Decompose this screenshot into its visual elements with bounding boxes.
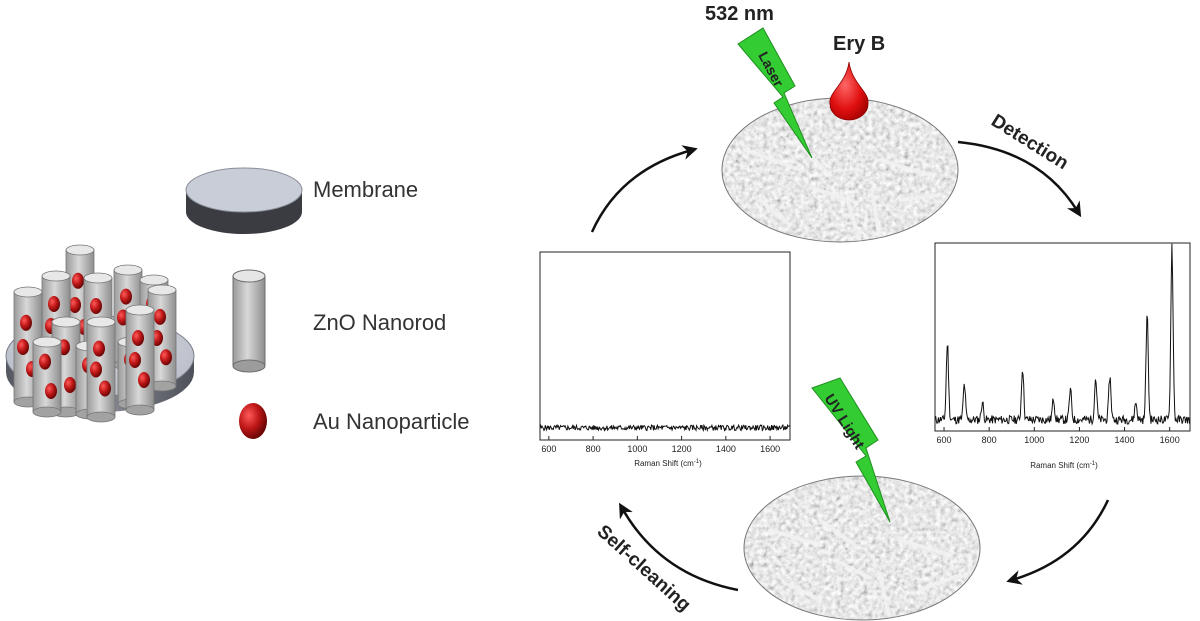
au-nanoparticle	[154, 308, 166, 325]
spectrum-detection-axis-title: Raman Shift (cm-1)	[1030, 461, 1098, 470]
au-nanoparticle	[64, 377, 76, 393]
x-tick-label: 1400	[1115, 435, 1135, 445]
nanoparticle-legend-icon	[239, 403, 267, 439]
nanorod	[125, 304, 155, 416]
x-tick-label: 1600	[1160, 435, 1180, 445]
au-nanoparticle	[90, 361, 102, 378]
au-nanoparticle	[120, 288, 132, 305]
cycle-arrows	[590, 140, 1110, 592]
spectrum-detection-frame	[934, 242, 1191, 432]
x-tick-label: 600	[541, 444, 556, 454]
x-tick-label: 1200	[672, 444, 692, 454]
nanorod	[86, 316, 116, 423]
x-tick-label: 800	[586, 444, 601, 454]
spectrum-after-axis-title: Raman Shift (cm-1)	[634, 459, 702, 468]
arrow-to-laser	[590, 145, 698, 233]
x-tick-label: 600	[937, 435, 952, 445]
au-nanoparticle	[160, 349, 172, 366]
membrane-legend-label: Membrane	[313, 177, 418, 202]
au-nanoparticle	[129, 352, 141, 368]
wavelength-label: 532 nm	[705, 3, 774, 25]
raman-spectrum-detection: 600 800 1000 1200 1400 1600 Raman Shift (cm-1…	[934, 242, 1191, 470]
au-nanoparticle	[138, 372, 150, 388]
nanorod	[32, 336, 62, 418]
nanorod-array	[13, 244, 177, 423]
x-tick-label: 1200	[1069, 435, 1089, 445]
x-tick-label: 1000	[1024, 435, 1044, 445]
membrane-assembly-illustration	[5, 244, 195, 423]
x-tick-label: 800	[982, 435, 997, 445]
sem-image-detection	[721, 97, 959, 243]
sem-image-cleaning	[743, 475, 981, 621]
au-nanoparticle	[90, 298, 102, 314]
arrow-self-cleaning	[619, 502, 739, 592]
au-nanoparticle	[20, 314, 32, 331]
au-nanoparticle	[39, 353, 51, 370]
au-nanoparticle	[69, 297, 81, 313]
arrow-to-detection	[957, 140, 1082, 218]
x-tick-label: 1400	[716, 444, 736, 454]
x-tick-label: 1000	[627, 444, 647, 454]
au-nanoparticle	[99, 380, 111, 397]
x-tick-label: 1600	[760, 444, 780, 454]
membrane-legend-icon	[185, 167, 303, 234]
analyte-droplet	[829, 61, 869, 121]
nanorod-legend-label: ZnO Nanorod	[313, 310, 446, 335]
au-nanoparticle	[132, 330, 144, 346]
arrow-to-cleaning	[1006, 499, 1110, 585]
analyte-label: Ery B	[833, 33, 885, 55]
legend: Membrane ZnO Nanorod Au Nanoparticle	[185, 167, 470, 439]
raman-spectrum-after: 600 800 1000 1200 1400 1600 Raman Shift (cm-1…	[539, 251, 791, 468]
nanorod	[147, 284, 177, 392]
spectrum-after-frame	[539, 251, 791, 441]
spectrum-detection-trace	[934, 243, 1190, 426]
nanorod-legend-icon	[232, 269, 266, 373]
nanoparticle-legend-label: Au Nanoparticle	[313, 409, 470, 434]
au-nanoparticle	[48, 296, 60, 312]
spectrum-after-trace	[539, 423, 790, 433]
au-nanoparticle	[93, 340, 105, 357]
au-nanoparticle	[45, 383, 57, 399]
au-nanoparticle	[17, 339, 29, 355]
au-nanoparticle	[72, 272, 84, 289]
